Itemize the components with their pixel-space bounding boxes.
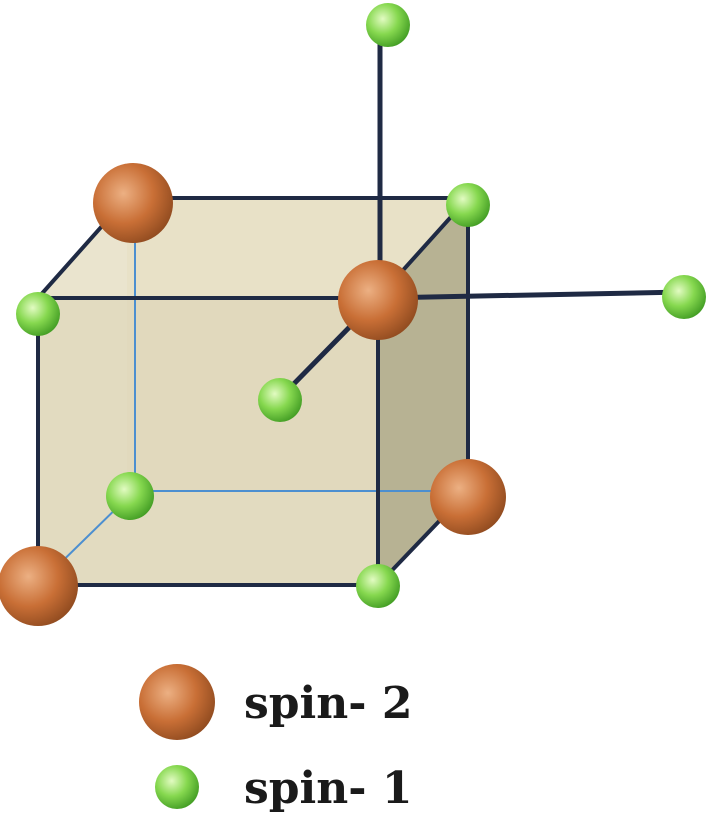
atoms	[0, 3, 706, 626]
cube	[36, 196, 473, 587]
cube-front-face	[38, 298, 378, 585]
bond-right	[377, 289, 685, 301]
cube-top-edges	[36, 196, 473, 300]
spin2-atom-center	[338, 260, 418, 340]
legend: spin- 2 spin- 1	[139, 664, 412, 814]
spin2-atom-back-top-left	[93, 163, 173, 243]
spin1-atom-front-bottom-right	[356, 564, 400, 608]
legend-spin2-label: spin- 2	[244, 678, 412, 729]
spin1-atom-front	[258, 378, 302, 422]
spin2-atom-back-bottom-right	[430, 459, 506, 535]
spin1-atom-back-top-right	[446, 183, 490, 227]
legend-spin1-label: spin- 1	[244, 763, 412, 814]
spin1-atom-front-top-left	[16, 292, 60, 336]
spin2-atom-front-bottom-left	[0, 546, 78, 626]
spin1-atom-right	[662, 275, 706, 319]
spin1-atom-top	[366, 3, 410, 47]
spin1-atom-back-bottom-left	[106, 472, 154, 520]
legend-spin1-swatch	[155, 765, 199, 809]
legend-spin2-swatch	[139, 664, 215, 740]
